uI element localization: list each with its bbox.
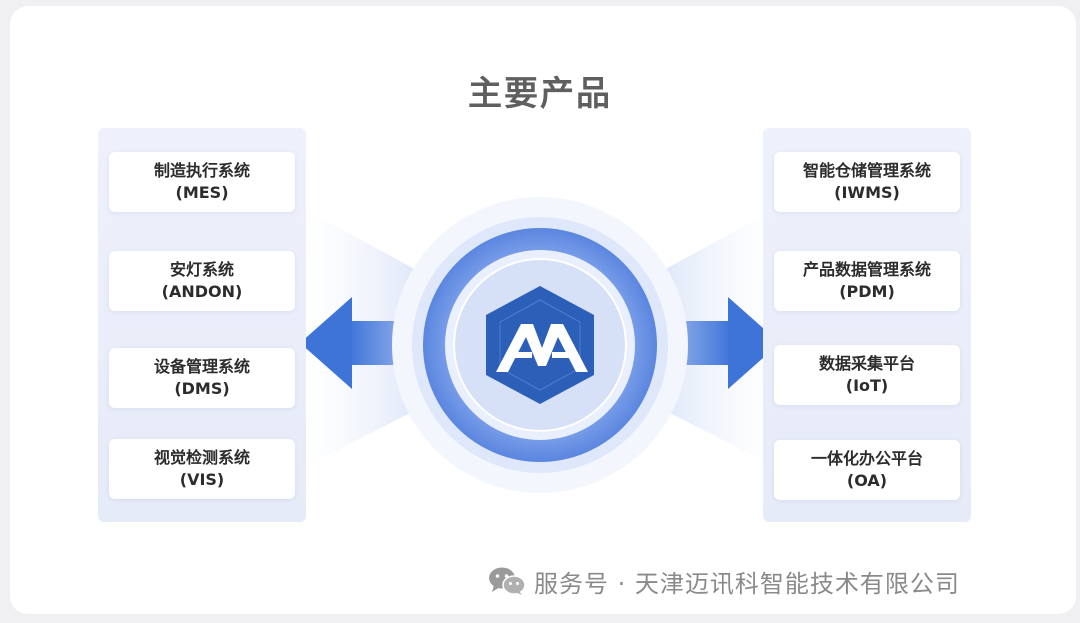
product-name: 智能仓储管理系统: [802, 161, 931, 180]
left-products-panel: 制造执行系统 (MES) 安灯系统 (ANDON) 设备管理系统 (DMS) 视…: [98, 128, 306, 522]
right-products-panel: 智能仓储管理系统 (IWMS) 产品数据管理系统 (PDM) 数据采集平台 (I…: [763, 128, 971, 522]
product-name: 安灯系统: [169, 260, 234, 279]
product-name: 视觉检测系统: [153, 448, 250, 467]
product-code: (ANDON): [161, 282, 243, 301]
product-card-iot[interactable]: 数据采集平台 (IoT): [774, 345, 960, 405]
product-name: 一体化办公平台: [810, 449, 923, 468]
product-code: (IoT): [845, 376, 889, 395]
product-name: 产品数据管理系统: [802, 260, 931, 279]
product-name: 数据采集平台: [818, 354, 915, 373]
product-code: (DMS): [174, 379, 230, 398]
page-title: 主要产品: [468, 74, 612, 114]
product-code: (IWMS): [834, 183, 900, 202]
product-name: 制造执行系统: [153, 161, 250, 180]
product-name: 设备管理系统: [153, 357, 250, 376]
watermark: 服务号 · 天津迈讯科智能技术有限公司: [488, 565, 960, 598]
product-code: (MES): [175, 183, 229, 202]
product-card-pdm[interactable]: 产品数据管理系统 (PDM): [774, 251, 960, 311]
product-card-iwms[interactable]: 智能仓储管理系统 (IWMS): [774, 152, 960, 212]
product-code: (VIS): [179, 470, 225, 489]
product-code: (OA): [846, 471, 888, 490]
product-card-oa[interactable]: 一体化办公平台 (OA): [774, 440, 960, 500]
hexagon-aa-logo-icon: [486, 286, 594, 404]
product-code: (PDM): [839, 282, 895, 301]
product-card-vis[interactable]: 视觉检测系统 (VIS): [109, 439, 295, 499]
product-card-andon[interactable]: 安灯系统 (ANDON): [109, 251, 295, 311]
product-card-dms[interactable]: 设备管理系统 (DMS): [109, 348, 295, 408]
wechat-icon: [489, 567, 526, 595]
product-card-mes[interactable]: 制造执行系统 (MES): [109, 152, 295, 212]
watermark-text: 服务号 · 天津迈讯科智能技术有限公司: [534, 569, 960, 598]
